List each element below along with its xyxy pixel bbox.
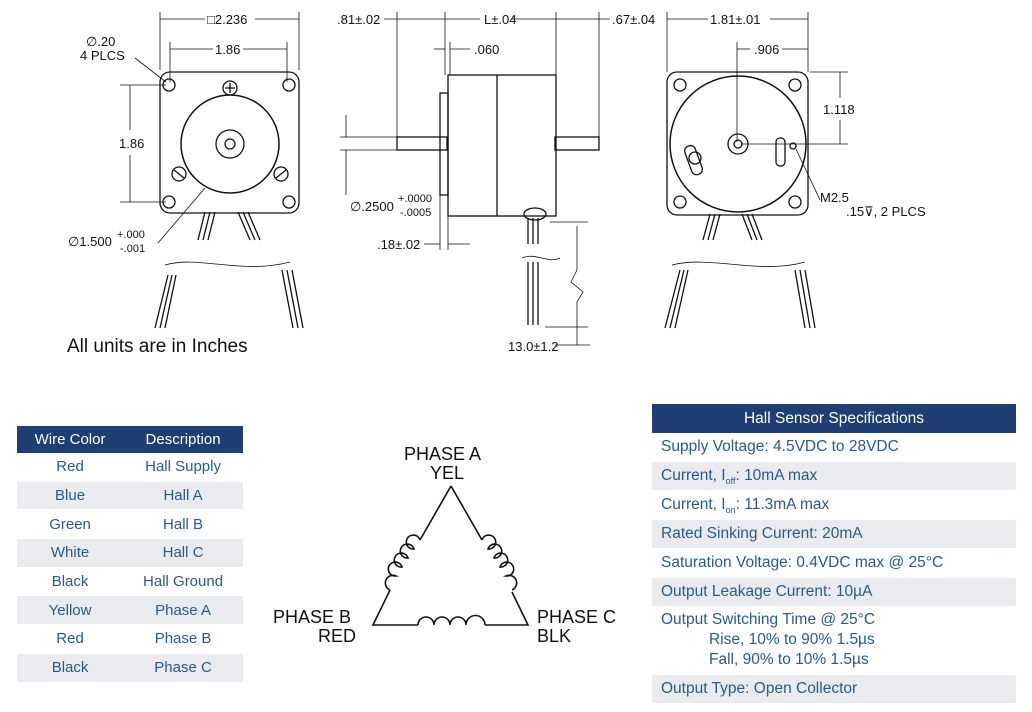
wire-color-cell: Red xyxy=(17,453,124,482)
supply-voltage-row: Supply Voltage: 4.5VDC to 28VDC xyxy=(652,433,1016,462)
phase-a-color: YEL xyxy=(430,463,464,483)
length-dim: L±.04 xyxy=(484,12,516,27)
switching-label: Output Switching Time @ 25°C xyxy=(661,611,876,628)
output-type-row: Output Type: Open Collector xyxy=(652,675,1016,704)
description-cell: Hall Supply xyxy=(123,453,243,482)
hole-dia-note: ∅.20 xyxy=(86,34,115,49)
description-cell: Phase B xyxy=(123,624,243,654)
hall-sensor-specs: Hall Sensor Specifications Supply Voltag… xyxy=(652,404,1016,704)
description-cell: Hall Ground xyxy=(123,567,243,597)
saturation-row: Saturation Voltage: 0.4VDC max @ 25°C xyxy=(652,549,1016,578)
fall-time: Fall, 90% to 10% 1.5µs xyxy=(709,651,869,668)
current-on-sub: on xyxy=(725,505,736,516)
lead-length-dim: 13.0±1.2 xyxy=(508,339,559,354)
phase-b-color: RED xyxy=(318,626,356,646)
shaft-dia: ∅.2500 xyxy=(350,199,394,214)
front-square-dim: □2.236 xyxy=(207,12,247,27)
current-on-row: Current, Ion: 11.3mA max xyxy=(652,491,1016,520)
rear-width-dim: 1.81±.01 xyxy=(710,12,761,27)
rear-view: 1.81±.01 .906 1.118 M2.5 .15⊽, 2 PLCS xyxy=(664,12,926,329)
description-cell: Hall C xyxy=(123,538,243,568)
screw-depth: .15⊽, 2 PLCS xyxy=(846,204,926,219)
pilot-depth-dim: .18±.02 xyxy=(377,237,420,252)
front-vertical-spacing: 1.86 xyxy=(119,136,144,151)
rear-half-width: .906 xyxy=(754,42,779,57)
description-cell: Phase C xyxy=(123,653,243,683)
wire-color-cell: Black xyxy=(17,567,124,597)
rated-sinking-row: Rated Sinking Current: 20mA xyxy=(652,520,1016,549)
wire-color-cell: Blue xyxy=(17,481,124,511)
phase-b-label: PHASE B xyxy=(273,607,351,627)
flange-dim: .060 xyxy=(474,42,499,57)
rise-time: Rise, 10% to 90% 1.5µs xyxy=(709,631,875,648)
header-description: Description xyxy=(123,426,243,453)
hall-spec-title: Hall Sensor Specifications xyxy=(652,404,1016,433)
pilot-tol-lower: -.001 xyxy=(120,243,145,255)
current-off-sub: off xyxy=(725,476,736,487)
current-on-value: : 11.3mA max xyxy=(735,496,830,513)
shaft-tol-lower: -.0005 xyxy=(400,207,431,219)
front-hole-spacing: 1.86 xyxy=(215,42,240,57)
current-off-row: Current, Ioff: 10mA max xyxy=(652,462,1016,491)
phase-c-label: PHASE C xyxy=(537,607,616,627)
shaft-tol-upper: +.0000 xyxy=(398,193,432,205)
wire-color-cell: Yellow xyxy=(17,595,124,626)
pilot-tol-upper: +.000 xyxy=(117,229,145,241)
winding-diagram: PHASE A YEL PHASE B RED PHASE C BLK xyxy=(273,444,616,646)
hole-count-note: 4 PLCS xyxy=(80,48,125,63)
header-wire-color: Wire Color xyxy=(17,426,124,453)
description-cell: Hall A xyxy=(123,481,243,511)
pilot-dia: ∅1.500 xyxy=(68,234,112,249)
rear-shaft-dim: .67±.04 xyxy=(612,12,655,27)
current-off-value: : 10mA max xyxy=(735,467,818,484)
units-note: All units are in Inches xyxy=(67,336,248,357)
current-off-prefix: Current, I xyxy=(661,467,726,484)
switching-time-row: Output Switching Time @ 25°C Rise, 10% t… xyxy=(652,607,1016,675)
screw-spec: M2.5 xyxy=(820,190,849,205)
wire-color-cell: White xyxy=(17,538,124,568)
phase-a-label: PHASE A xyxy=(404,444,481,464)
current-on-prefix: Current, I xyxy=(661,496,726,513)
wire-color-cell: Black xyxy=(17,653,124,683)
front-view: □2.236 1.86 ∅.20 4 PLCS 1.86 ∅1.500 +.00… xyxy=(68,12,304,329)
wire-color-cell: Green xyxy=(17,509,124,540)
table-header-row: Wire Color Description xyxy=(17,426,243,453)
rear-height-dim: 1.118 xyxy=(823,102,855,117)
leakage-row: Output Leakage Current: 10µA xyxy=(652,578,1016,607)
description-cell: Hall B xyxy=(123,509,243,540)
wire-color-cell: Red xyxy=(17,624,124,654)
front-shaft-dim: .81±.02 xyxy=(337,12,380,27)
side-view: .81±.02 L±.04 .67±.04 .060 ∅.2500 +.0000… xyxy=(337,12,655,354)
description-cell: Phase A xyxy=(123,595,243,626)
phase-c-color: BLK xyxy=(537,626,571,646)
